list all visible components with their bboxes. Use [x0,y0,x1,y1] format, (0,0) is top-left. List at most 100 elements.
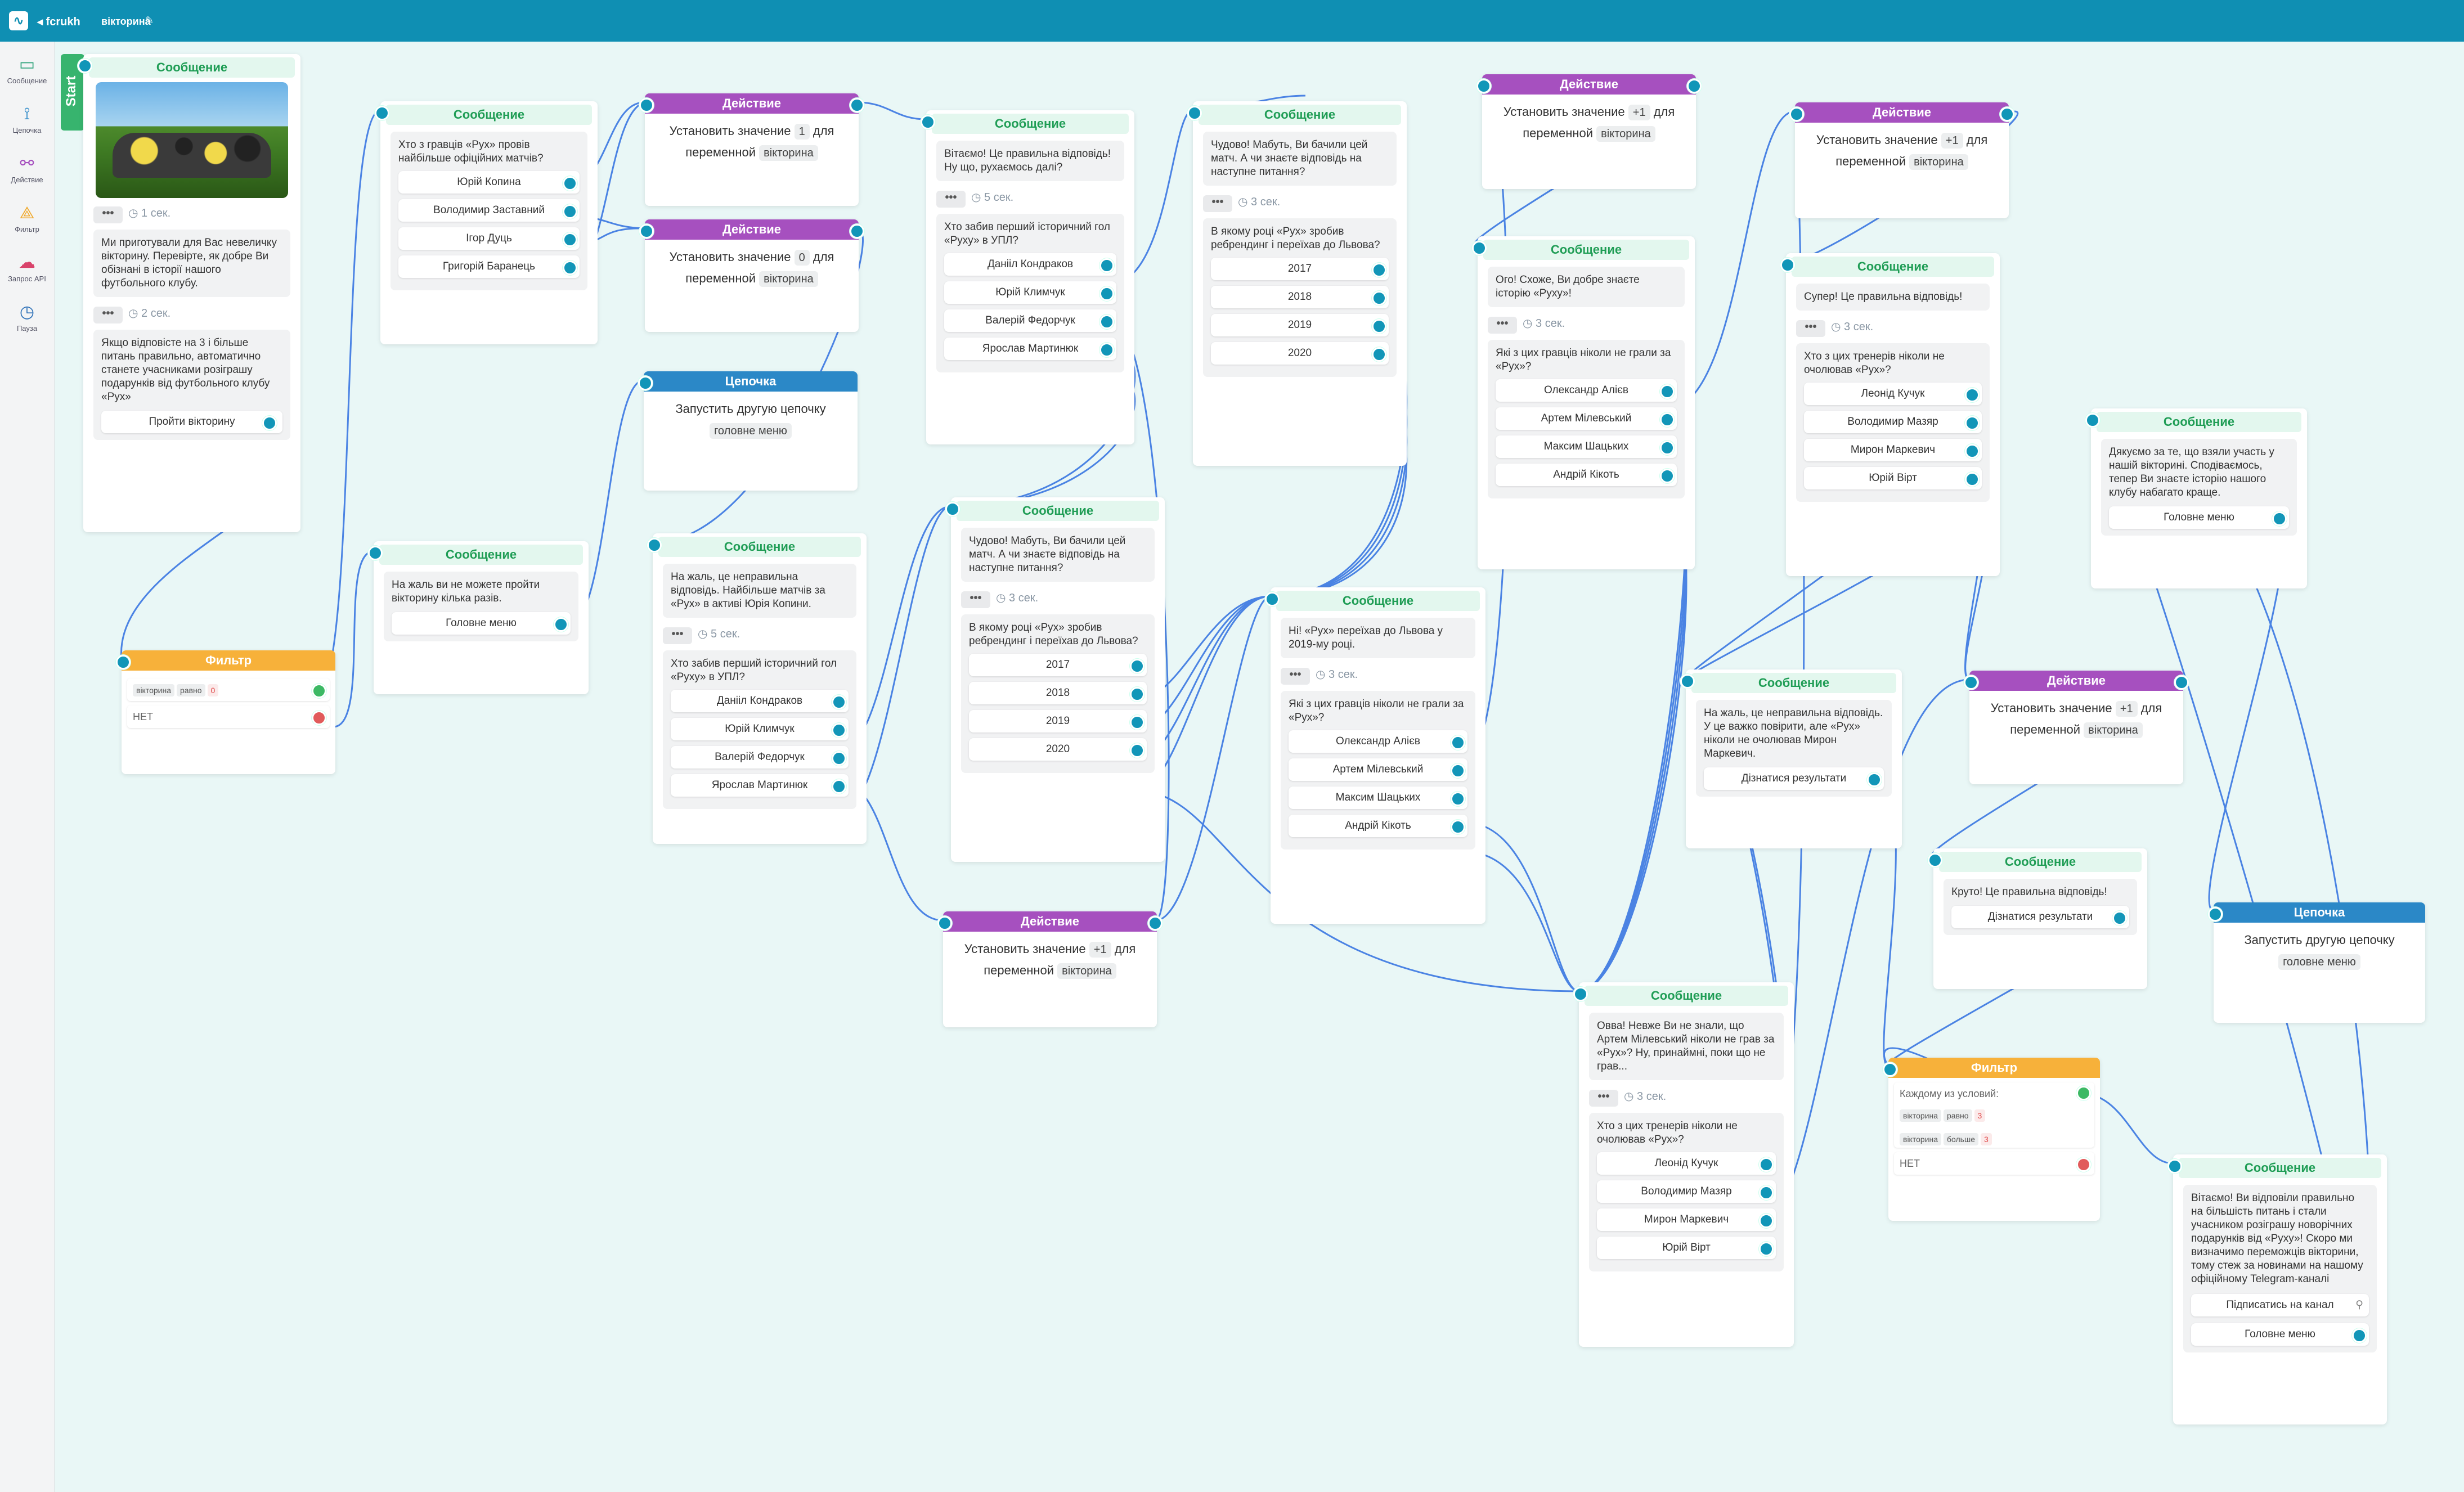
answer-button[interactable]: Максим Шацьких [1496,435,1677,458]
output-port[interactable] [1099,314,1114,329]
output-port[interactable] [2174,675,2189,690]
answer-button[interactable]: Данііл Кондраков [671,690,849,712]
answer-button[interactable]: Андрій Кікоть [1289,815,1467,837]
answer-button[interactable]: Володимир Мазяр [1804,411,1982,433]
output-port[interactable] [1372,319,1386,334]
answer-button[interactable]: 2020 [969,738,1147,761]
output-port[interactable] [1130,743,1145,758]
answer-button[interactable]: 2017 [969,654,1147,676]
output-port[interactable] [1660,441,1675,455]
message-node-q3-a[interactable]: Сообщение Чудово! Мабуть, Ви бачили цей … [945,497,1165,862]
sidebar-item-chain[interactable]: ⟟Цепочка [0,98,54,143]
output-port[interactable] [554,617,568,632]
output-port[interactable] [1660,412,1675,427]
input-port[interactable] [2208,907,2223,922]
answer-button[interactable]: Данііл Кондраков [944,253,1116,276]
output-port[interactable] [2352,1328,2367,1343]
input-port[interactable] [1883,1062,1897,1077]
output-port[interactable] [1965,472,1980,487]
answer-button[interactable]: 2019 [1211,314,1389,336]
sidebar-item-api[interactable]: ☁Запрос API [0,246,54,291]
message-node-q1[interactable]: Сообщение Хто з гравців «Рух» провів най… [375,101,598,344]
input-port[interactable] [945,502,960,516]
input-port[interactable] [1780,258,1795,272]
output-port[interactable] [1130,659,1145,673]
answer-button[interactable]: Максим Шацьких [1289,787,1467,809]
output-port[interactable] [2112,911,2127,925]
answer-button[interactable]: Андрій Кікоть [1496,464,1677,486]
sidebar-item-pause[interactable]: ◷Пауза [0,296,54,341]
output-port[interactable] [1867,772,1882,787]
message-node-intro[interactable]: Сообщение •••◷ 1 сек. Ми приготували для… [78,54,300,532]
input-port[interactable] [116,655,131,669]
back-link[interactable]: ◂ fcrukh [37,16,80,28]
answer-button[interactable]: Юрій Вірт [1597,1237,1776,1259]
sidebar-item-action[interactable]: ⚯Действие [0,147,54,192]
output-port[interactable] [1099,286,1114,301]
output-port[interactable] [1451,735,1465,750]
output-port[interactable] [1372,291,1386,305]
answer-button[interactable]: Олександр Алієв [1289,730,1467,753]
output-port[interactable] [1372,347,1386,362]
answer-button[interactable]: Юрій Климчук [944,281,1116,304]
subscribe-button[interactable]: Підписатись на канал⚲ [2191,1294,2369,1316]
output-port[interactable] [1451,792,1465,806]
answer-button[interactable]: Ігор Дуць [398,227,580,250]
answer-button[interactable]: Мирон Маркевич [1597,1208,1776,1231]
input-port[interactable] [921,115,935,129]
message-node-winner[interactable]: Сообщение Вітаємо! Ви відповіли правильн… [2167,1154,2387,1424]
output-port[interactable] [2272,511,2287,526]
input-port[interactable] [2167,1159,2182,1174]
answer-button[interactable]: Володимир Мазяр [1597,1180,1776,1203]
answer-button[interactable]: Ярослав Мартинюк [671,774,849,797]
input-port[interactable] [937,916,952,931]
output-port[interactable] [2000,107,2014,122]
message-node-q2-wrong[interactable]: Сообщение На жаль, це неправильна відпов… [647,533,867,844]
output-port[interactable] [832,779,846,794]
sidebar-item-message[interactable]: ▭Сообщение [0,48,54,93]
message-node-q5-b[interactable]: Сообщение Супер! Це правильна відповідь!… [1780,253,2000,576]
input-port[interactable] [1265,592,1280,606]
answer-button[interactable]: Мирон Маркевич [1804,439,1982,461]
input-port[interactable] [78,59,92,73]
output-port[interactable] [832,723,846,738]
output-port[interactable] [1130,687,1145,702]
message-node-q4-a[interactable]: Сообщение Ні! «Рух» переїхав до Львова у… [1265,587,1485,924]
output-port[interactable] [1099,343,1114,357]
message-node-q5-right[interactable]: Сообщение Круто! Це правильна відповідь!… [1928,848,2147,989]
answer-button[interactable]: Леонід Кучук [1597,1152,1776,1175]
answer-button[interactable]: 2020 [1211,342,1389,365]
input-port[interactable] [2085,413,2100,428]
input-port[interactable] [639,224,654,239]
output-port[interactable] [850,224,864,239]
edit-pencil-icon[interactable]: ✎ [145,15,154,26]
main-menu-button[interactable]: Головне меню [2191,1323,2369,1346]
answer-button[interactable]: Артем Мілевський [1289,758,1467,781]
output-port[interactable] [832,751,846,766]
input-port[interactable] [1964,675,1978,690]
output-port[interactable] [1451,763,1465,778]
output-port[interactable] [563,176,577,191]
output-port[interactable] [563,232,577,247]
input-port[interactable] [638,376,653,390]
input-port[interactable] [375,106,389,120]
main-menu-button[interactable]: Головне меню [2109,506,2289,529]
answer-button[interactable]: Ярослав Мартинюк [944,338,1116,360]
output-port[interactable] [1759,1185,1774,1200]
output-port[interactable] [563,204,577,219]
input-port[interactable] [1928,853,1942,868]
answer-button[interactable]: Олександр Алієв [1496,379,1677,402]
output-port[interactable] [1965,416,1980,430]
answer-button[interactable]: Григорій Баранець [398,255,580,278]
answer-button[interactable]: 2018 [1211,286,1389,308]
answer-button[interactable]: Володимир Заставний [398,199,580,222]
input-port[interactable] [368,546,383,560]
